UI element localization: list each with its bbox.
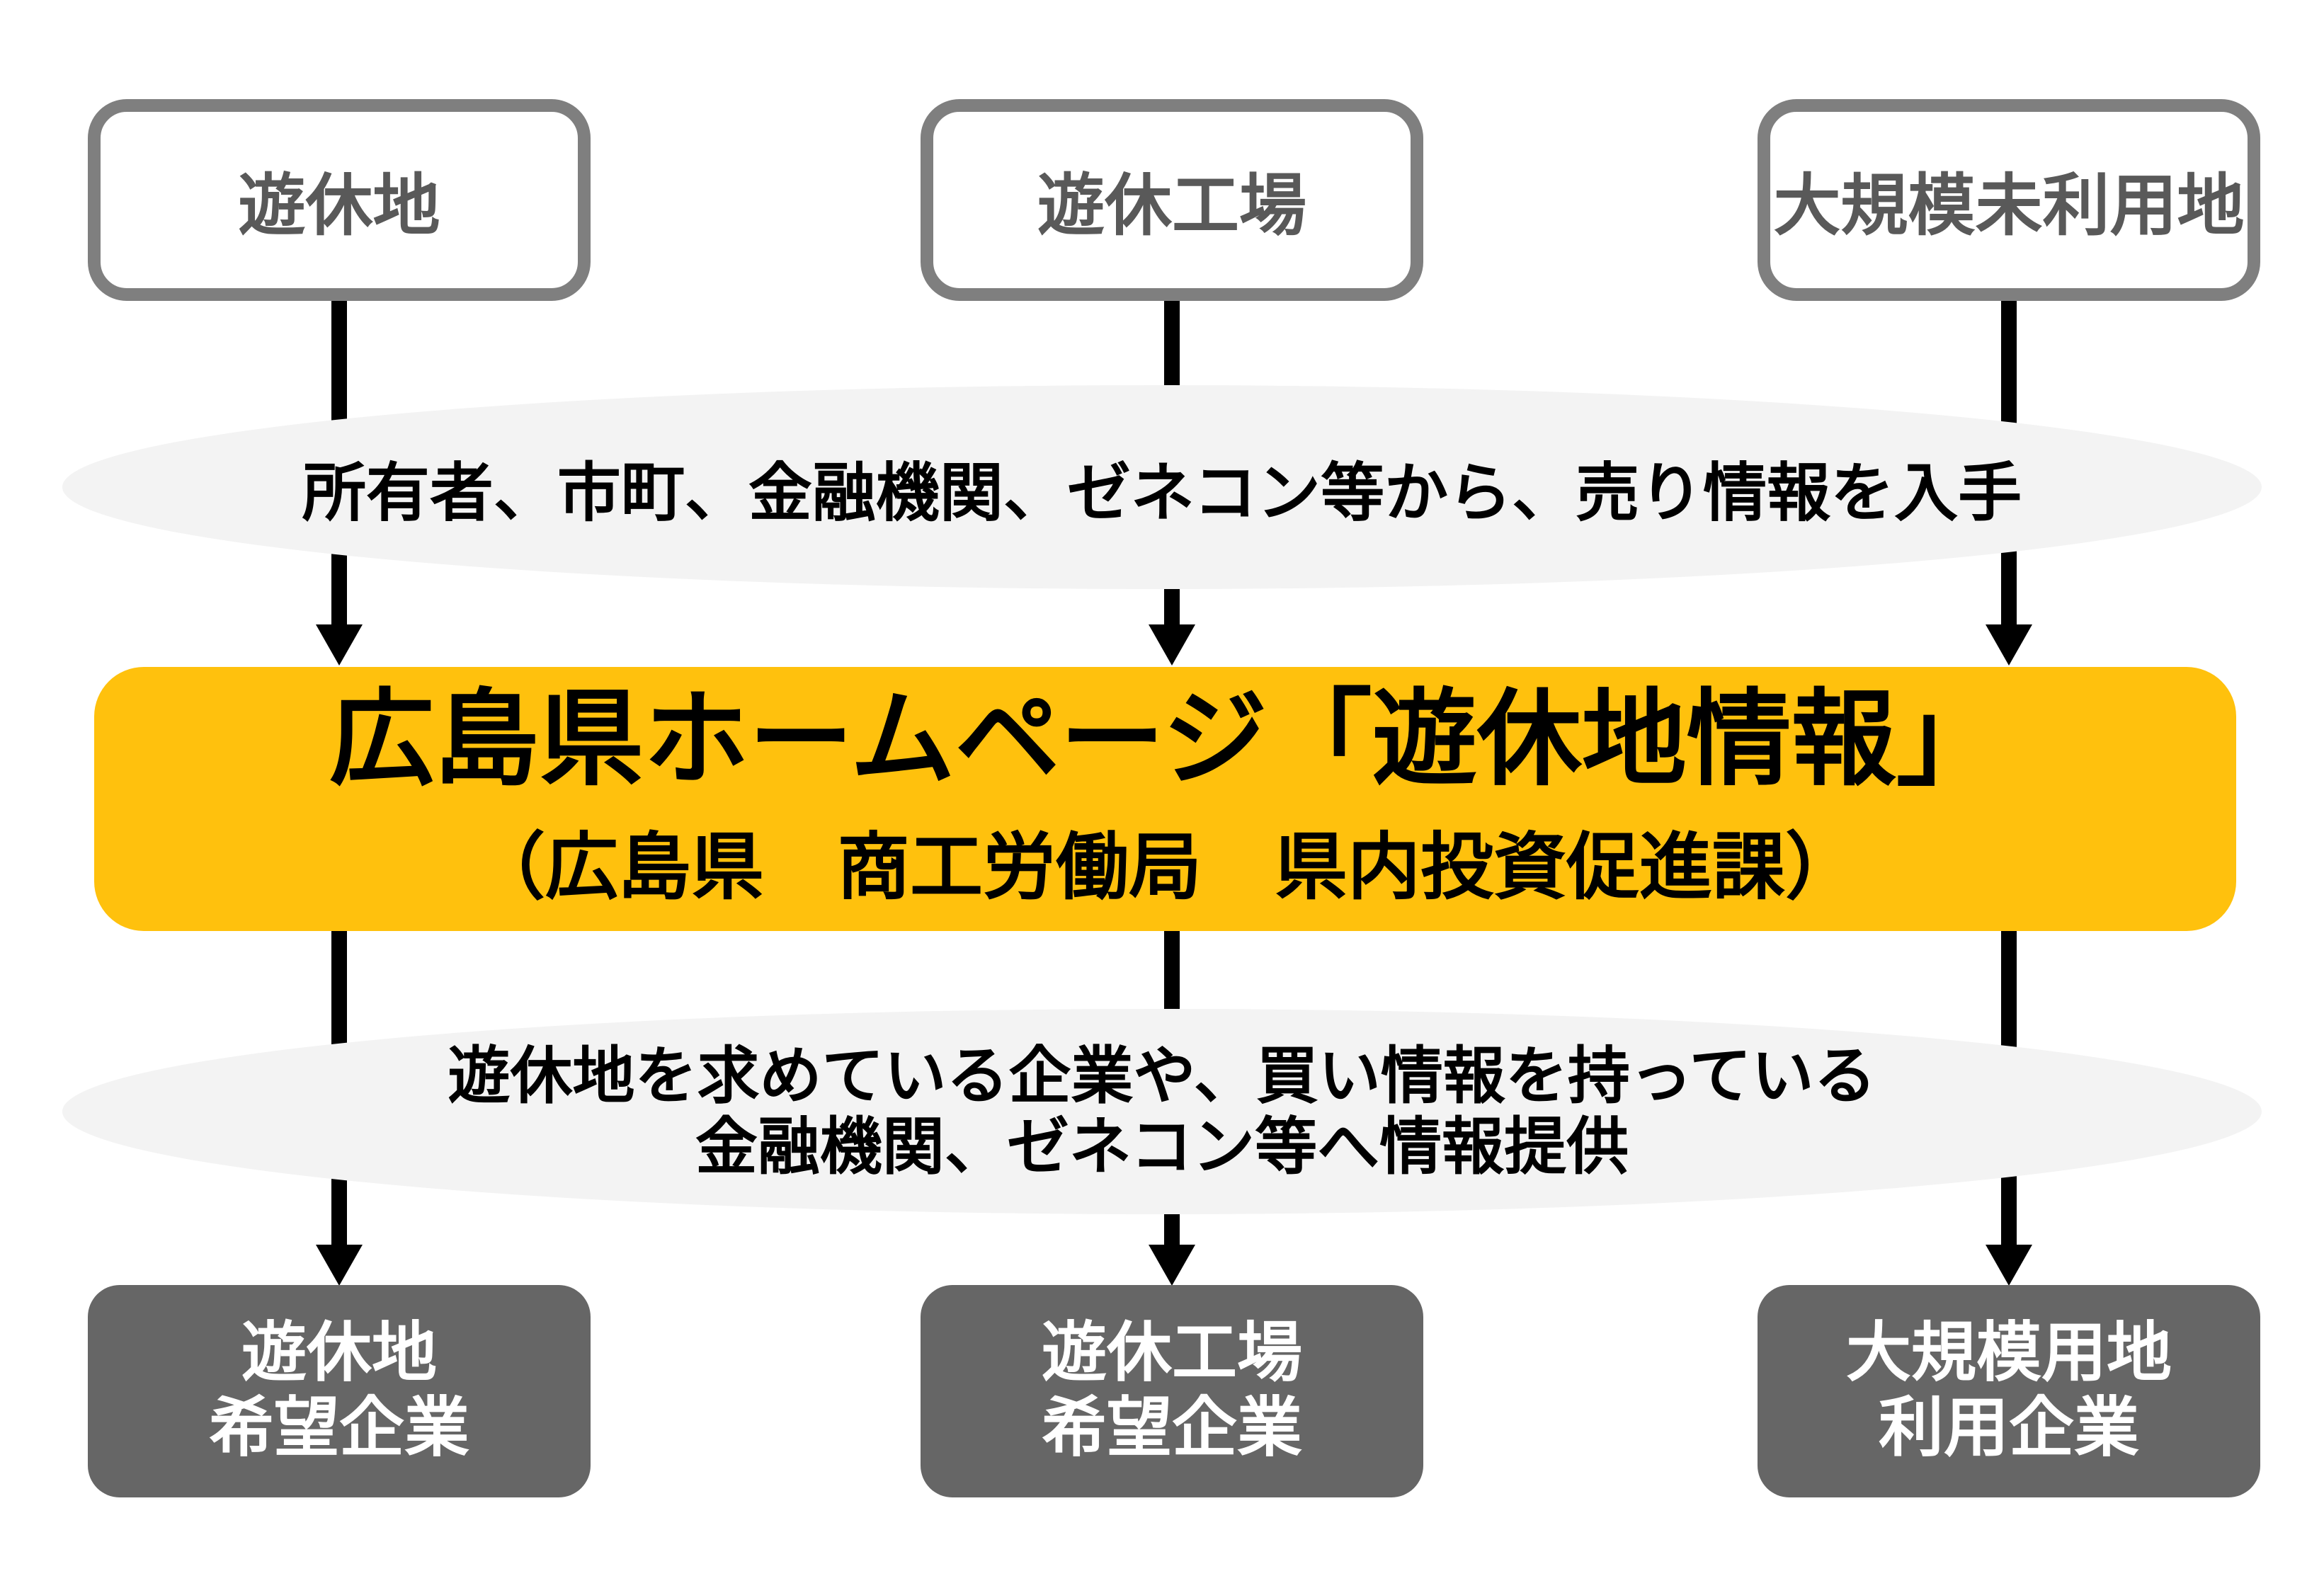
target-box-line2: 希望企業 [208, 1392, 469, 1464]
hub-subtitle: （広島県 商工労働局 県内投資促進課） [472, 826, 1858, 908]
target-box-line2: 利用企業 [1878, 1392, 2139, 1464]
hub-title: 広島県ホームページ「遊休地情報」 [329, 681, 2001, 799]
outflow-note-line1: 遊休地を求めている企業や、買い情報を持っている [448, 1040, 1876, 1111]
source-box-idle-factory: 遊休工場 [921, 99, 1423, 301]
arrow-head-icon [316, 624, 363, 666]
outflow-note-ellipse: 遊休地を求めている企業や、買い情報を持っている 金融機関、ゼネコン等へ情報提供 [62, 1009, 2262, 1214]
arrow-head-icon [1149, 624, 1195, 666]
inflow-note-ellipse: 所有者、市町、金融機関、ゼネコン等から、売り情報を入手 [62, 385, 2262, 589]
inflow-note-text: 所有者、市町、金融機関、ゼネコン等から、売り情報を入手 [302, 458, 2022, 529]
arrow-head-icon [1986, 1245, 2032, 1286]
target-box-line2: 希望企業 [1041, 1392, 1302, 1464]
arrow-head-icon [316, 1245, 363, 1286]
source-box-label: 遊休地 [238, 169, 440, 244]
source-box-idle-land: 遊休地 [88, 99, 591, 301]
outflow-note-line2: 金融機関、ゼネコン等へ情報提供 [695, 1112, 1629, 1182]
target-box-idle-factory-seeking-company: 遊休工場 希望企業 [921, 1285, 1423, 1497]
source-box-large-unused-land: 大規模未利用地 [1758, 99, 2260, 301]
arrow-head-icon [1149, 1245, 1195, 1286]
target-box-line1: 大規模用地 [1845, 1317, 2172, 1390]
source-box-label: 大規模未利用地 [1773, 169, 2245, 244]
target-box-line1: 遊休地 [241, 1317, 437, 1390]
target-box-line1: 遊休工場 [1041, 1317, 1302, 1390]
source-box-label: 遊休工場 [1037, 169, 1306, 244]
hub-box-homepage: 広島県ホームページ「遊休地情報」 （広島県 商工労働局 県内投資促進課） [94, 667, 2236, 931]
target-box-idle-land-seeking-company: 遊休地 希望企業 [88, 1285, 591, 1497]
arrow-head-icon [1986, 624, 2032, 666]
target-box-large-site-using-company: 大規模用地 利用企業 [1758, 1285, 2260, 1497]
